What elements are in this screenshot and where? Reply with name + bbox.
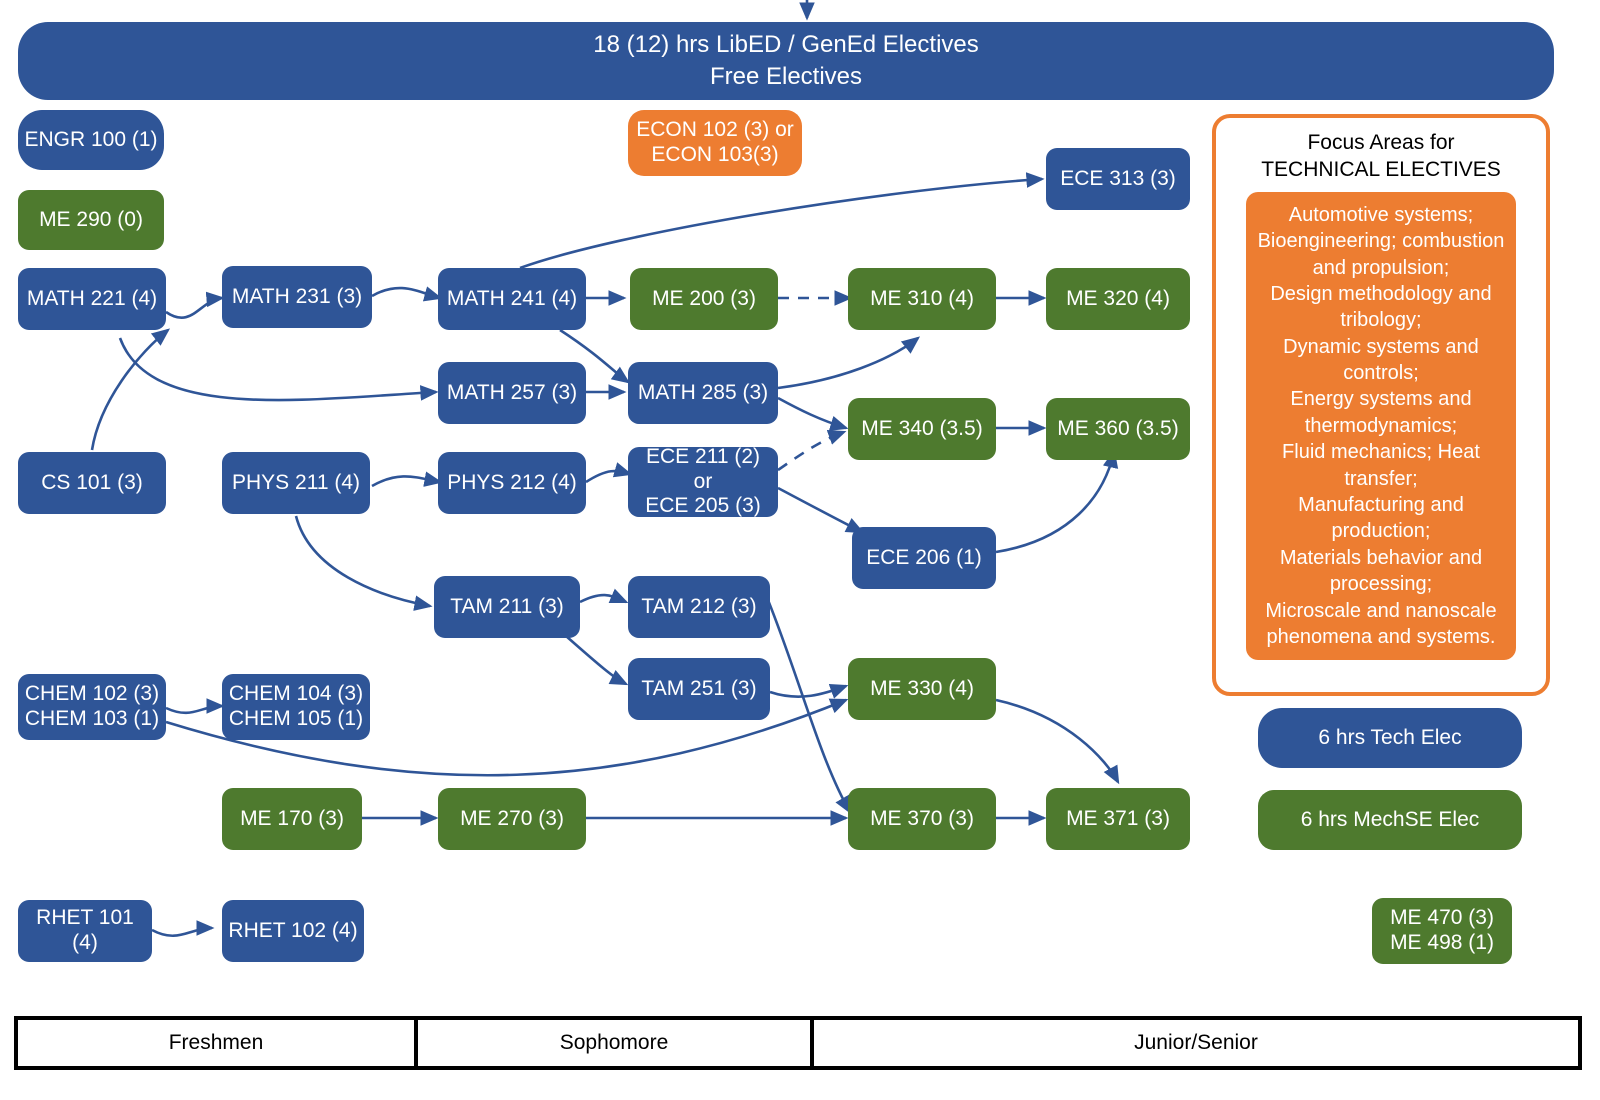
node-ece-211-205[interactable]: ECE 211 (2) or ECE 205 (3) [628, 445, 778, 517]
edge-chem102-chem104 [165, 698, 225, 715]
focus-areas-title: Focus Areas for TECHNICAL ELECTIVES [1261, 131, 1501, 181]
edge-phys211-tam211 [294, 515, 433, 611]
edge-math285-me310 [777, 336, 921, 390]
node-phys-212[interactable]: PHYS 212 (4) [438, 452, 586, 514]
node-tam-251[interactable]: TAM 251 (3) [628, 658, 770, 720]
node-me-170[interactable]: ME 170 (3) [222, 788, 362, 850]
node-me-360[interactable]: ME 360 (3.5) [1046, 398, 1190, 460]
node-math-231[interactable]: MATH 231 (3) [222, 266, 372, 328]
node-cs-101[interactable]: CS 101 (3) [18, 452, 166, 514]
edge-ece211-me340 [777, 430, 847, 472]
node-chem-102-103[interactable]: CHEM 102 (3) CHEM 103 (1) [18, 674, 166, 740]
node-me-290[interactable]: ME 290 (0) [18, 190, 164, 250]
edge-math231-math241 [371, 286, 443, 302]
edge-tam251-me330 [769, 684, 849, 699]
node-me-270[interactable]: ME 270 (3) [438, 788, 586, 850]
banner-line-2: Free Electives [709, 63, 863, 90]
year-cell-sophomore: Sophomore [414, 1016, 814, 1070]
edge-ece206-me360 [995, 449, 1119, 554]
edge-tam212-me370 [766, 599, 852, 815]
libed-gened-banner: 18 (12) hrs LibED / GenEd Electives Free… [18, 22, 1554, 100]
banner-line-1: 18 (12) hrs LibED / GenEd Electives [593, 30, 979, 58]
node-me-330[interactable]: ME 330 (4) [848, 658, 996, 720]
node-mechse-elec[interactable]: 6 hrs MechSE Elec [1258, 790, 1522, 850]
edge-tam211-tam251 [565, 635, 629, 686]
edge-math221-math257 [118, 337, 439, 402]
node-me-370[interactable]: ME 370 (3) [848, 788, 996, 850]
node-tam-211[interactable]: TAM 211 (3) [434, 576, 580, 638]
node-rhet-102[interactable]: RHET 102 (4) [222, 900, 364, 962]
node-econ-102-103[interactable]: ECON 102 (3) or ECON 103(3) [628, 110, 802, 176]
focus-areas-panel: Focus Areas for TECHNICAL ELECTIVES Auto… [1212, 114, 1550, 696]
edge-math221-math231 [165, 291, 225, 319]
node-math-241[interactable]: MATH 241 (4) [438, 268, 586, 330]
year-cell-freshmen: Freshmen [14, 1016, 418, 1070]
edge-tam211-tam212 [579, 588, 629, 604]
node-math-285[interactable]: MATH 285 (3) [628, 362, 778, 424]
node-me-340[interactable]: ME 340 (3.5) [848, 398, 996, 460]
edge-phys211-phys212 [371, 471, 443, 488]
edge-rhet101-rhet102 [151, 920, 215, 938]
node-ece-313[interactable]: ECE 313 (3) [1046, 148, 1190, 210]
node-me-371[interactable]: ME 371 (3) [1046, 788, 1190, 850]
node-me-470-498[interactable]: ME 470 (3) ME 498 (1) [1372, 898, 1512, 964]
edge-cs101-up [90, 328, 171, 451]
year-cell-junior-senior: Junior/Senior [810, 1016, 1582, 1070]
edge-math285-me340 [777, 396, 849, 431]
edge-me330-me371 [995, 698, 1120, 785]
node-ece-206[interactable]: ECE 206 (1) [852, 527, 996, 589]
edge-ece211-ece206 [777, 486, 865, 534]
node-tech-elec[interactable]: 6 hrs Tech Elec [1258, 708, 1522, 768]
node-me-200[interactable]: ME 200 (3) [630, 268, 778, 330]
focus-areas-list: Automotive systems; Bioengineering; comb… [1245, 191, 1517, 661]
edge-math241-ece313 [519, 172, 1045, 270]
node-phys-211[interactable]: PHYS 211 (4) [222, 452, 370, 514]
node-rhet-101[interactable]: RHET 101 (4) [18, 900, 152, 962]
node-math-257[interactable]: MATH 257 (3) [438, 362, 586, 424]
node-math-221[interactable]: MATH 221 (4) [18, 268, 166, 330]
node-me-310[interactable]: ME 310 (4) [848, 268, 996, 330]
node-engr-100[interactable]: ENGR 100 (1) [18, 110, 164, 170]
year-bar: Freshmen Sophomore Junior/Senior [14, 1016, 1586, 1070]
edge-phys212-ece211 [585, 462, 633, 484]
node-chem-104-105[interactable]: CHEM 104 (3) CHEM 105 (1) [222, 674, 370, 740]
node-me-320[interactable]: ME 320 (4) [1046, 268, 1190, 330]
node-tam-212[interactable]: TAM 212 (3) [628, 576, 770, 638]
